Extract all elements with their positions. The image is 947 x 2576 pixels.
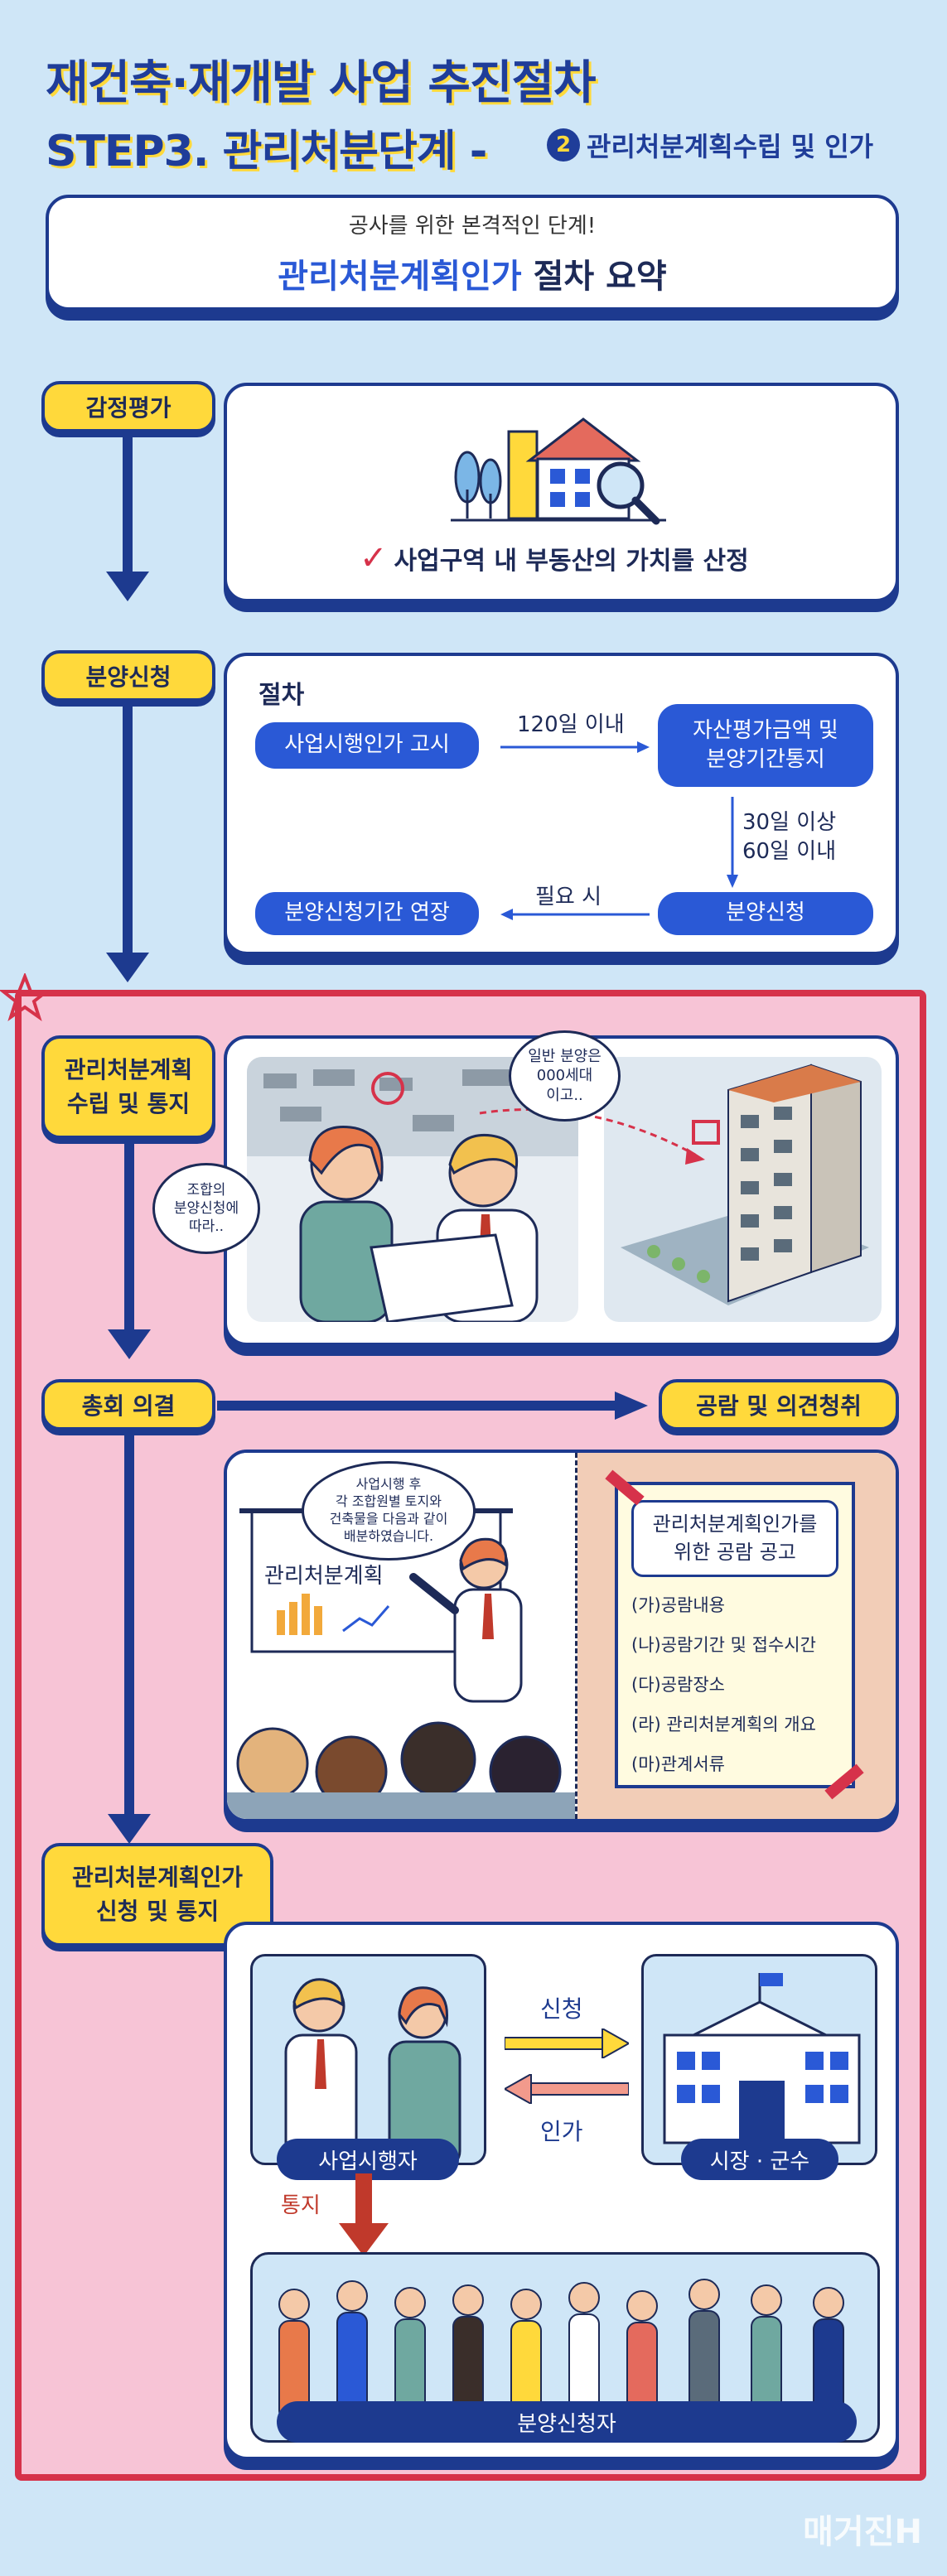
plan-card: 조합의 분양신청에 따라.. 일반 분양은 000세대 이고.. bbox=[152, 1030, 899, 1346]
box-assets: 자산평가금액 및 분양기간통지 bbox=[658, 704, 873, 787]
step-label-application: 분양신청 bbox=[41, 650, 215, 702]
notify-arrow-icon bbox=[339, 2173, 389, 2256]
star-icon bbox=[0, 973, 50, 1022]
procedure-title: 절차 bbox=[258, 681, 305, 710]
public-notice: 관리처분계획인가를 위한 공람 공고 (가)공람내용 (나)공람기간 및 접수시… bbox=[615, 1482, 855, 1788]
speech-bubble-right: 일반 분양은 000세대 이고.. bbox=[509, 1030, 621, 1122]
step-subtitle-text: 관리처분계획수립 및 인가 bbox=[587, 131, 874, 162]
application-card: 절차 사업시행인가 고시 120일 이내 자산평가금액 및 분양기간통지 30일… bbox=[224, 653, 899, 955]
notice-item: (라) 관리처분계획의 개요 bbox=[631, 1715, 816, 1735]
summary-title: 관리처분계획인가 절차 요약 bbox=[278, 249, 666, 297]
divider bbox=[575, 1453, 577, 1819]
summary-title-highlight: 관리처분계획인가 bbox=[278, 257, 522, 296]
arrow-down-icon bbox=[727, 797, 738, 888]
notice-item: (가)공람내용 bbox=[631, 1595, 725, 1616]
building-scene bbox=[604, 1057, 882, 1322]
speech-bubble-presenter: 사업시행 후 각 조합원별 토지와 건축물을 다음과 같이 배분하였습니다. bbox=[302, 1461, 476, 1561]
appraisal-check: ✓ 사업구역 내 부동산의 가치를 산정 bbox=[360, 539, 749, 577]
flow-arrow bbox=[108, 1329, 151, 1359]
city-label: 시장 · 군수 bbox=[681, 2139, 838, 2180]
appraisal-text: 사업구역 내 부동산의 가치를 산정 bbox=[394, 547, 749, 576]
box-extend: 분양신청기간 연장 bbox=[255, 892, 479, 935]
approval-card: 사업시행자 시장 · 군수 신청 인가 통지 bbox=[224, 1922, 899, 2460]
apply-arrow-icon bbox=[505, 2028, 629, 2058]
checkmark-icon: ✓ bbox=[360, 539, 388, 577]
apartment-building-illustration bbox=[621, 1064, 869, 1305]
approve-arrow-icon bbox=[505, 2074, 629, 2104]
notice-title: 관리처분계획인가를 위한 공람 공고 bbox=[631, 1500, 838, 1578]
summary-subtitle: 공사를 위한 본격적인 단계! bbox=[348, 213, 597, 239]
executor-people-illustration bbox=[284, 1978, 461, 2163]
notify-label: 통지 bbox=[281, 2193, 321, 2218]
summary-card: 공사를 위한 본격적인 단계! 관리처분계획인가 절차 요약 bbox=[46, 195, 899, 311]
box-notice: 사업시행인가 고시 bbox=[255, 722, 479, 769]
executor-label: 사업시행자 bbox=[277, 2139, 459, 2180]
apply-label: 신청 bbox=[540, 1995, 583, 2023]
city-hall-illustration bbox=[663, 1973, 861, 2144]
speech-bubble-left: 조합의 분양신청에 따라.. bbox=[152, 1163, 260, 1254]
arrow-left-icon bbox=[500, 909, 650, 920]
crowd-illustration bbox=[278, 2279, 844, 2421]
long-arrow-right-icon bbox=[217, 1392, 648, 1420]
arrow-need-label: 필요 시 bbox=[535, 885, 602, 909]
board-text: 관리처분계획 bbox=[264, 1564, 384, 1589]
notice-item: (마)관계서류 bbox=[631, 1754, 725, 1775]
arrow-60-label: 60일 이내 bbox=[742, 839, 837, 864]
applicants-label: 분양신청자 bbox=[277, 2401, 857, 2443]
approve-label: 인가 bbox=[540, 2118, 583, 2145]
flow-arrow bbox=[106, 572, 149, 601]
notice-item: (나)공람기간 및 접수시간 bbox=[631, 1635, 816, 1656]
main-title: 재건축·재개발 사업 추진절차 bbox=[46, 56, 597, 110]
summary-title-rest: 절차 요약 bbox=[521, 257, 667, 296]
step-title: STEP3. 관리처분단계 - bbox=[46, 127, 487, 176]
arrow-right-icon bbox=[500, 741, 650, 753]
flow-arrow bbox=[106, 953, 149, 982]
notice-item: (다)공람장소 bbox=[631, 1675, 725, 1696]
arrow-30-label: 30일 이상 bbox=[742, 810, 837, 835]
city-panel bbox=[641, 1954, 877, 2165]
arrow-120-label: 120일 이내 bbox=[517, 712, 625, 737]
step-subtitle: 2 관리처분계획수립 및 인가 bbox=[547, 126, 873, 164]
step-label-plan: 관리처분계획 수립 및 통지 bbox=[41, 1035, 215, 1139]
step-number-badge: 2 bbox=[547, 128, 580, 162]
flow-line bbox=[124, 1139, 134, 1329]
step-label-appraisal: 감정평가 bbox=[41, 381, 215, 432]
presentation-scene: 관리처분계획 사업시행 후 각 조합원별 토지와 건축물을 다음과 같이 배분하… bbox=[227, 1453, 575, 1819]
flow-line bbox=[124, 1429, 134, 1814]
house-magnifier-illustration bbox=[451, 417, 666, 525]
step-label-meeting: 총회 의결 bbox=[41, 1379, 215, 1430]
step-label-review: 공람 및 의견청취 bbox=[659, 1379, 899, 1430]
flow-line bbox=[123, 431, 133, 572]
watermark-logo: 매거진H bbox=[803, 2513, 922, 2551]
flow-line bbox=[123, 704, 133, 953]
appraisal-card: ✓ 사업구역 내 부동산의 가치를 산정 bbox=[224, 383, 899, 602]
meeting-card: 관리처분계획 사업시행 후 각 조합원별 토지와 건축물을 다음과 같이 배분하… bbox=[224, 1450, 899, 1822]
flow-arrow bbox=[108, 1814, 151, 1844]
box-apply: 분양신청 bbox=[658, 892, 873, 935]
executor-panel bbox=[250, 1954, 486, 2165]
